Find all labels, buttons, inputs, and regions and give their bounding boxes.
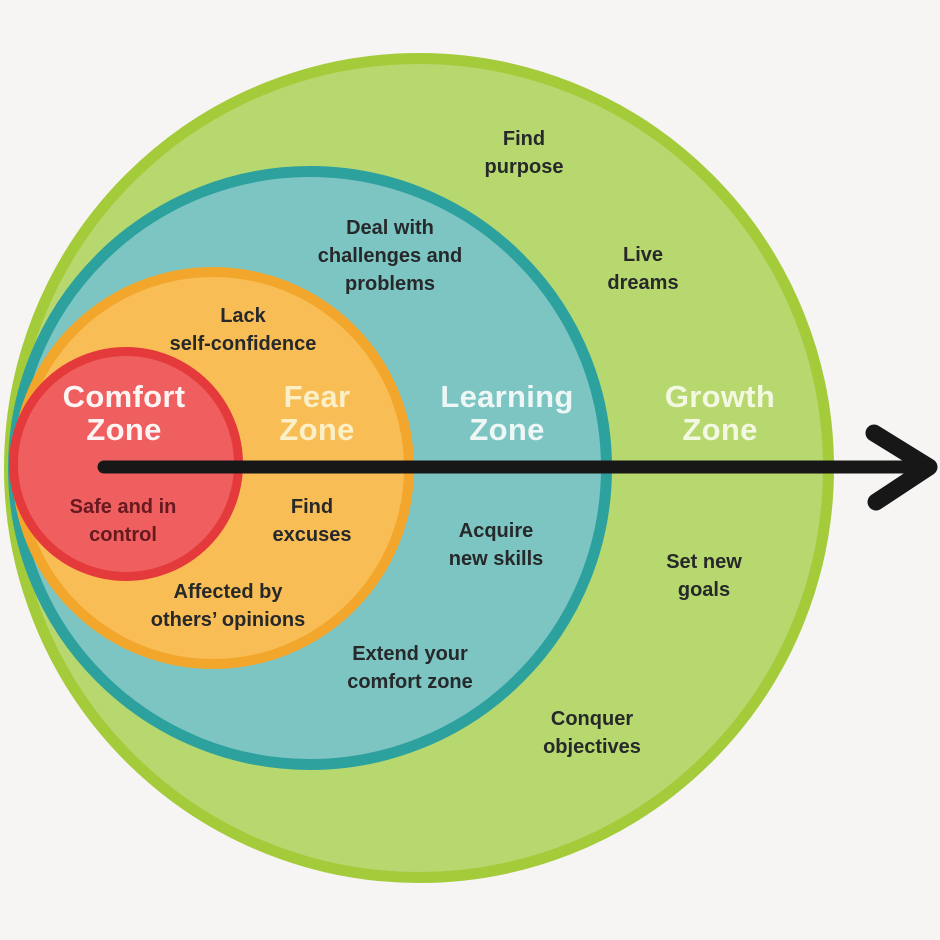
note-extend-comfort-zone: Extend your comfort zone — [347, 643, 473, 693]
note-find-excuses: Find excuses — [272, 496, 352, 546]
note-find-purpose: Find purpose — [484, 128, 564, 178]
comfort-zone-label: Comfort Zone — [62, 379, 186, 447]
note-lack-self-confidence: Lack self-confidence — [169, 305, 317, 355]
note-acquire-new-skills: Acquire new skills — [448, 520, 544, 570]
note-live-dreams: Live dreams — [607, 244, 679, 294]
note-deal-with-challenges: Deal with challenges and problems — [317, 217, 463, 295]
note-set-new-goals: Set new goals — [666, 551, 742, 601]
note-affected-by-opinions: Affected by others’ opinions — [150, 581, 306, 631]
fear-zone-label: Fear Zone — [279, 379, 355, 447]
note-conquer-objectives: Conquer objectives — [543, 708, 641, 758]
learning-zone-label: Learning Zone — [440, 379, 574, 447]
arrow-head-icon — [865, 424, 938, 511]
growth-zone-label: Growth Zone — [664, 379, 776, 447]
note-safe-and-in-control: Safe and in control — [69, 496, 177, 546]
